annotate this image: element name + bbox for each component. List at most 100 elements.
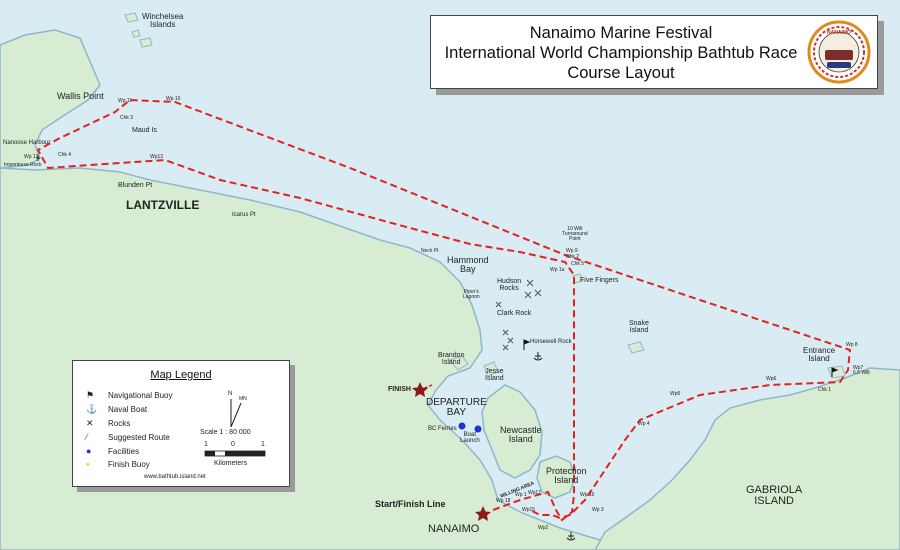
compass-mn-label: MN — [239, 396, 247, 402]
nanoose-harbour-label: Nanoose Harbour — [3, 140, 51, 146]
snake-island-label: Snake Island — [629, 320, 649, 334]
icarus-pt-label: Icarus Pt — [232, 212, 256, 218]
race-route — [36, 98, 852, 522]
clark-rock-label: Clark Rock — [497, 310, 532, 317]
turnaround-point-label: 10 Wilt Turnaround Point — [562, 226, 588, 242]
neck-pt-label: Neck Pt — [421, 248, 439, 254]
legend-item-naval-boat: ⚓ Naval Boat — [86, 404, 147, 415]
legend-item-finish-buoy: ● Finish Buoy — [86, 460, 150, 469]
protection-island-label: Protection Island — [546, 466, 587, 485]
legend-item-suggested-route: ⁄ Suggested Route — [86, 432, 170, 442]
north-arrow-icon — [230, 399, 242, 428]
legend-label: Facilities — [108, 446, 140, 456]
waypoint-15-label: Wp15 — [522, 507, 536, 513]
legend-item-facilities: ● Facilities — [86, 446, 139, 456]
legend-label: Navigational Buoy — [108, 391, 173, 400]
departure-bay-label: DEPARTURE BAY — [426, 397, 487, 418]
scale-unit-label: Kilometers — [214, 460, 248, 467]
waypoint-7-label: Wp7 6.5 Wilt — [853, 365, 870, 376]
maud-is-label: Maud Is — [132, 127, 157, 134]
waypoint-10-label: Wp 10 — [166, 96, 181, 102]
title-box: Nanaimo Marine Festival International Wo… — [430, 15, 878, 89]
map-legend: Map Legend ⚑ Navigational Buoy ⚓ Naval B… — [72, 360, 290, 487]
legend-label: Naval Boat — [108, 405, 148, 414]
route-line-icon: ⁄ — [86, 432, 88, 442]
newcastle-island-label: Newcastle Island — [500, 425, 542, 444]
protection-island-land — [536, 455, 576, 499]
nanaimo-label: NANAIMO — [428, 523, 480, 535]
finish-buoy-dot-icon: ● — [86, 461, 90, 468]
scale-bar — [204, 450, 266, 457]
pipers-lagoon-label: Piper's Lagoon — [463, 289, 480, 300]
waypoint-1-label: Wp 1 — [515, 492, 527, 498]
facility-dot-icon: ● — [86, 446, 92, 456]
winchelsea-islands-label: Winchelsea Islands — [142, 12, 184, 29]
finish-label: FINISH — [388, 386, 411, 393]
logo-text: NANAIMO — [827, 30, 851, 36]
waypoint-13-label: Wp13 — [150, 154, 164, 160]
title-line-1: Nanaimo Marine Festival — [529, 24, 713, 42]
finish-star — [412, 382, 428, 397]
entrance-island-label: Entrance Island — [803, 346, 836, 363]
anchor-icon: ⚓ — [86, 404, 98, 414]
jesse-island-label: Jesse Island — [485, 368, 504, 382]
compass-n-label: N — [228, 391, 233, 397]
bc-ferries-facility — [458, 422, 466, 430]
winchelsea-islands-land — [124, 12, 153, 48]
checkpoint-4-label: Chk 4 — [58, 152, 72, 158]
lantzville-label: LANTZVILLE — [126, 198, 200, 212]
bc-ferries-label: BC Ferries — [428, 426, 457, 432]
waypoint-8-label: Wp 8 — [846, 342, 858, 348]
title-line-3: Course Layout — [567, 64, 675, 82]
brandon-island-label: Brandon Island — [438, 352, 465, 366]
checkpoint-1-label: Chk 1 — [818, 387, 832, 393]
start-finish-line-label: Start/Finish Line — [375, 499, 446, 509]
cross-icon: ✕ — [86, 418, 94, 428]
waypoint-12-label: Wp 12 — [24, 154, 39, 160]
legend-item-rocks: ✕ Rocks — [86, 418, 130, 429]
scale-tick-left: 1 — [204, 441, 208, 448]
gabriola-island-land — [594, 367, 900, 550]
waypoint-1a-label: Wp 1a — [550, 267, 565, 273]
wallis-point-label: Wallis Point — [57, 91, 104, 101]
scale-tick-center: 0 — [231, 441, 235, 448]
jesse-island-land — [483, 361, 499, 377]
brandon-island-land — [449, 355, 469, 371]
waypoint-9-label: Wp 9 — [566, 248, 578, 254]
legend-item-navigational-buoy: ⚑ Navigational Buoy — [86, 390, 172, 401]
waypoint-4-label: Wp 4 — [638, 421, 650, 427]
checkpoint-2-label: Chk 2 — [566, 254, 580, 260]
boat-launch-facility — [474, 425, 482, 433]
waypoint-18-label: Wp 18 — [496, 498, 511, 504]
five-fingers-label: Five Fingers — [580, 277, 619, 284]
waypoint-6-label: Wp6 — [766, 376, 777, 382]
rocks-markers — [495, 279, 542, 351]
waypoint-17-label: Wp17 — [528, 490, 542, 496]
legend-label: Finish Buoy — [108, 460, 150, 469]
checkpoint-3-label: Chk 3 — [120, 115, 134, 121]
newcastle-island-land — [481, 384, 543, 479]
waypoint-2-label: Wp2 — [538, 525, 549, 531]
gabriola-island-label: GABRIOLA ISLAND — [746, 484, 803, 507]
boat-launch-label: Boat Launch — [460, 432, 480, 444]
festival-logo-icon: NANAIMO — [807, 20, 871, 84]
waypoint-5-label: Wp5 — [670, 391, 681, 397]
start-finish-star — [475, 506, 491, 521]
naval-boat-markers — [36, 155, 576, 541]
website-text: www.bathtub.island.net — [144, 474, 206, 480]
hudson-rocks-label: Hudson Rocks — [497, 278, 522, 292]
imperieuse-rock-label: Imperieuse Rock — [4, 162, 42, 168]
title-line-2: International World Championship Bathtub… — [444, 44, 798, 62]
waypoint-11-label: Wp 11 — [118, 98, 133, 104]
snake-island-land — [627, 341, 645, 354]
waypoint-3-label: Wp 3 — [592, 507, 604, 513]
flag-icon: ⚑ — [86, 390, 95, 400]
hammond-bay-label: Hammond Bay — [447, 255, 489, 274]
horsewell-rock-label: Horsewell Rock — [530, 339, 572, 345]
navigational-buoys — [523, 339, 839, 377]
legend-label: Suggested Route — [108, 432, 170, 442]
checkpoint-5-label: Chk 5 — [571, 261, 585, 267]
scale-tick-right: 1 — [261, 441, 265, 448]
waypoint-16-label: Wp 16 — [580, 492, 595, 498]
